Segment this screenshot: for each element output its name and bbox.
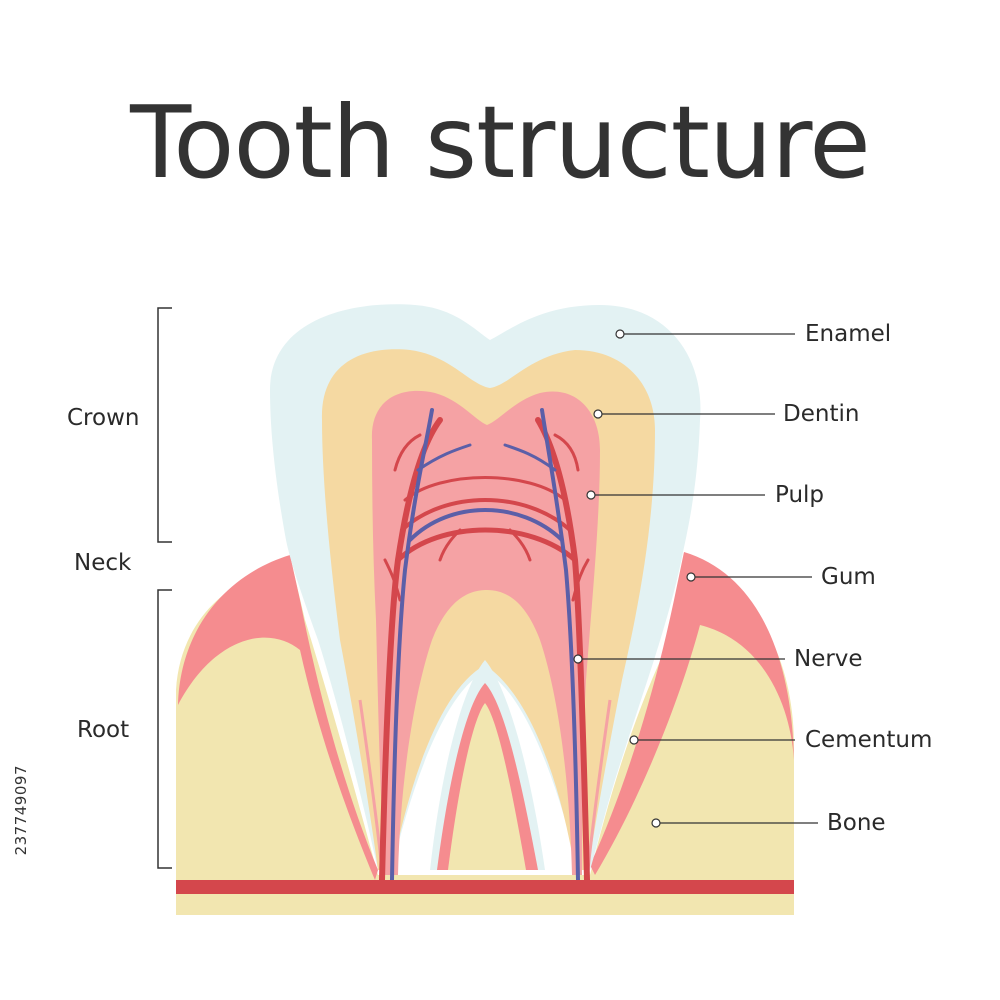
- label-cementum: Cementum: [805, 727, 933, 753]
- label-enamel: Enamel: [805, 321, 892, 347]
- label-pulp: Pulp: [775, 482, 825, 508]
- label-bone: Bone: [827, 810, 886, 836]
- section-brackets: [157, 307, 172, 869]
- nerve-vessels: [390, 408, 580, 882]
- gum-left: [178, 555, 378, 880]
- label-gum: Gum: [821, 564, 876, 590]
- bone-inner: [448, 703, 526, 870]
- label-nerve: Nerve: [794, 646, 863, 672]
- blood-vessels: [379, 417, 590, 883]
- label-root: Root: [77, 717, 130, 743]
- label-dentin: Dentin: [783, 401, 860, 427]
- gum-right: [590, 552, 794, 875]
- label-crown: Crown: [67, 405, 140, 431]
- base-vessel: [176, 880, 794, 894]
- bone-area: [176, 565, 794, 915]
- callout-lines: [573, 329, 818, 828]
- label-neck: Neck: [74, 550, 132, 576]
- stock-id-text: 237749097: [12, 765, 30, 856]
- page-title: Tooth structure: [130, 84, 871, 201]
